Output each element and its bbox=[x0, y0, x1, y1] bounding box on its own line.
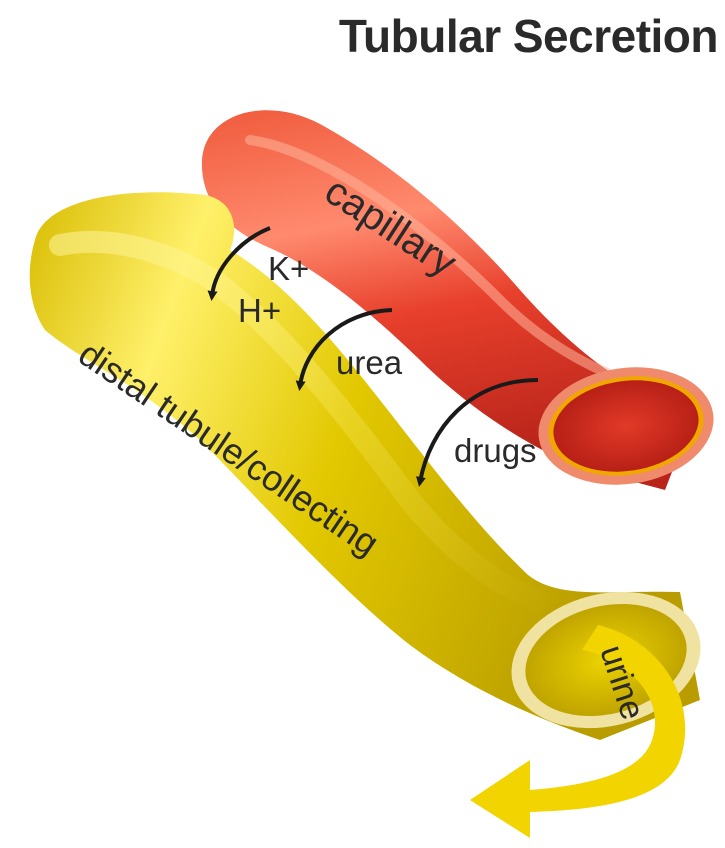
hydrogen-label: H+ bbox=[238, 292, 281, 329]
urea-label: urea bbox=[336, 344, 403, 381]
potassium-label: K+ bbox=[268, 250, 309, 287]
drugs-label: drugs bbox=[454, 432, 537, 469]
